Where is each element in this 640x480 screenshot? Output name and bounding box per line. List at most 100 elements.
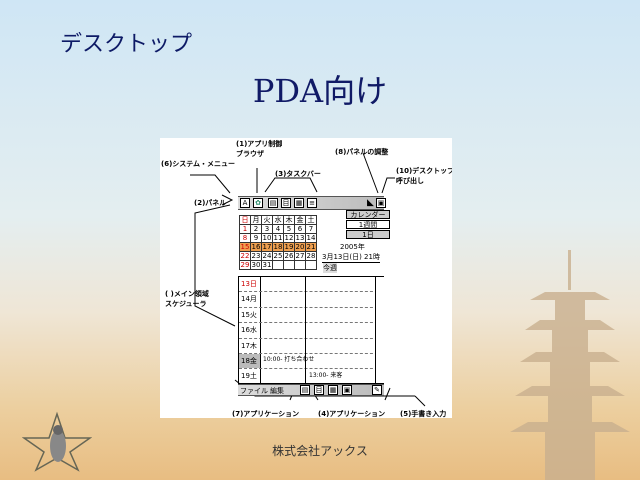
event-2[interactable]: 13:00- 来客 — [309, 372, 343, 379]
panel-adjust-handle[interactable]: ◣ — [367, 198, 374, 208]
cal-day[interactable]: 22 — [239, 251, 251, 261]
cal-day[interactable]: 3 — [261, 224, 273, 234]
cal-day[interactable]: 20 — [294, 242, 306, 252]
app-icon-2[interactable]: 目 — [314, 385, 324, 395]
cal-day[interactable]: 31 — [261, 260, 273, 270]
company-logo — [22, 411, 92, 472]
schedule-row[interactable]: 15火 — [239, 307, 383, 324]
label-app-control-browser: ブラウザ — [236, 150, 264, 158]
cal-day[interactable]: 25 — [272, 251, 284, 261]
desktop-icon[interactable]: ▣ — [376, 198, 386, 208]
label-panel-adjust: (8)パネルの調整 — [335, 148, 389, 156]
cal-day[interactable]: 15 — [239, 242, 251, 252]
schedule-day: 15火 — [239, 307, 261, 323]
label-taskbar: (3)タスクバー — [275, 170, 321, 178]
calendar-view-button[interactable]: カレンダー — [346, 210, 390, 219]
schedule-row[interactable]: 16水 — [239, 323, 383, 339]
label-panel: (2)パネル — [194, 199, 227, 207]
cal-day[interactable] — [294, 260, 306, 270]
cal-header: 月 — [250, 215, 262, 225]
company-name: 株式会社アックス — [272, 444, 368, 458]
schedule-row[interactable]: 18金 — [239, 353, 383, 370]
schedule-day: 14月 — [239, 292, 261, 307]
browser-icon[interactable]: ✿ — [253, 198, 263, 208]
date-display: 3月13日(日) 21時 — [322, 253, 380, 263]
cal-day[interactable]: 30 — [250, 260, 262, 270]
cal-header: 火 — [261, 215, 273, 225]
label-desktop-call: (10)デスクトップ — [396, 167, 452, 175]
schedule-day: 17木 — [239, 338, 261, 353]
cal-day[interactable]: 10 — [261, 233, 273, 243]
label-main-area: ( )メイン領域 — [165, 290, 209, 298]
cal-day[interactable] — [272, 260, 284, 270]
cal-day[interactable] — [283, 260, 295, 270]
cal-day[interactable]: 27 — [294, 251, 306, 261]
cal-day[interactable]: 5 — [283, 224, 295, 234]
schedule-row[interactable]: 13日 — [239, 277, 383, 293]
year-display: 2005年 — [340, 243, 365, 251]
cal-day[interactable]: 17 — [261, 242, 273, 252]
cal-day[interactable]: 21 — [305, 242, 317, 252]
pda-desktop-diagram: (1)アプリ制御 ブラウザ (6)システム・メニュー (3)タスクバー (8)パ… — [160, 138, 452, 418]
label-desktop-call-2: 呼び出し — [396, 177, 424, 185]
cal-day[interactable]: 26 — [283, 251, 295, 261]
annotation-lines — [190, 152, 426, 407]
app-icon-1[interactable]: ▤ — [300, 385, 310, 395]
schedule-day: 19土 — [239, 369, 261, 384]
schedule-row[interactable]: 17木 — [239, 338, 383, 354]
task-calendar-icon[interactable]: ▤ — [268, 198, 278, 208]
task-note-icon[interactable]: ▦ — [294, 198, 304, 208]
cal-header: 日 — [239, 215, 251, 225]
cal-day[interactable]: 19 — [283, 242, 295, 252]
cal-header: 水 — [272, 215, 284, 225]
cal-day[interactable]: 12 — [283, 233, 295, 243]
day-view-button[interactable]: 1日 — [346, 230, 390, 239]
cal-day[interactable]: 11 — [272, 233, 284, 243]
label-scheduler: スケジューラ — [165, 300, 207, 308]
scrollbar[interactable] — [375, 277, 384, 383]
schedule-day: 18金 — [239, 353, 261, 369]
label-app-control: (1)アプリ制御 — [236, 140, 283, 148]
cal-day[interactable]: 23 — [250, 251, 262, 261]
cal-day[interactable] — [305, 260, 317, 270]
cal-day[interactable]: 2 — [250, 224, 262, 234]
app-icon-4[interactable]: ▣ — [342, 385, 352, 395]
cal-day[interactable]: 1 — [239, 224, 251, 234]
label-system-menu: (6)システム・メニュー — [161, 160, 236, 168]
handwriting-icon[interactable]: ✎ — [372, 385, 382, 395]
cal-day[interactable]: 16 — [250, 242, 262, 252]
cal-header: 土 — [305, 215, 317, 225]
task-list-icon[interactable]: ≡ — [307, 198, 317, 208]
cal-day[interactable]: 8 — [239, 233, 251, 243]
slide-title: デスクトップ — [60, 32, 193, 57]
app-icon-3[interactable]: ▦ — [328, 385, 338, 395]
memo-select[interactable]: 今週 — [323, 263, 337, 273]
cal-day[interactable]: 29 — [239, 260, 251, 270]
edit-menu[interactable]: 編集 — [270, 387, 284, 395]
event-1[interactable]: 10:00- 打ち合わせ — [263, 356, 315, 363]
cal-day[interactable]: 28 — [305, 251, 317, 261]
week-view-button[interactable]: 1週間 — [346, 220, 390, 229]
cal-header: 木 — [283, 215, 295, 225]
label-app4: (4)アプリケーション — [318, 410, 386, 418]
cal-day[interactable]: 18 — [272, 242, 284, 252]
cal-day[interactable]: 4 — [272, 224, 284, 234]
cal-day[interactable]: 9 — [250, 233, 262, 243]
label-handwriting: (5)手書き入力 — [400, 410, 447, 418]
pagoda-image — [510, 250, 630, 480]
cal-day[interactable]: 24 — [261, 251, 273, 261]
task-schedule-icon[interactable]: 目 — [281, 198, 291, 208]
cal-day[interactable]: 13 — [294, 233, 306, 243]
system-menu-icon[interactable]: A — [240, 198, 250, 208]
cal-day[interactable]: 6 — [294, 224, 306, 234]
label-app7: (7)アプリケーション — [232, 410, 300, 418]
cal-header: 金 — [294, 215, 306, 225]
cal-day[interactable]: 7 — [305, 224, 317, 234]
schedule-day: 13日 — [239, 277, 261, 292]
schedule-day: 16水 — [239, 323, 261, 338]
schedule-row[interactable]: 14月 — [239, 292, 383, 308]
file-menu[interactable]: ファイル — [240, 387, 268, 395]
cal-day[interactable]: 14 — [305, 233, 317, 243]
